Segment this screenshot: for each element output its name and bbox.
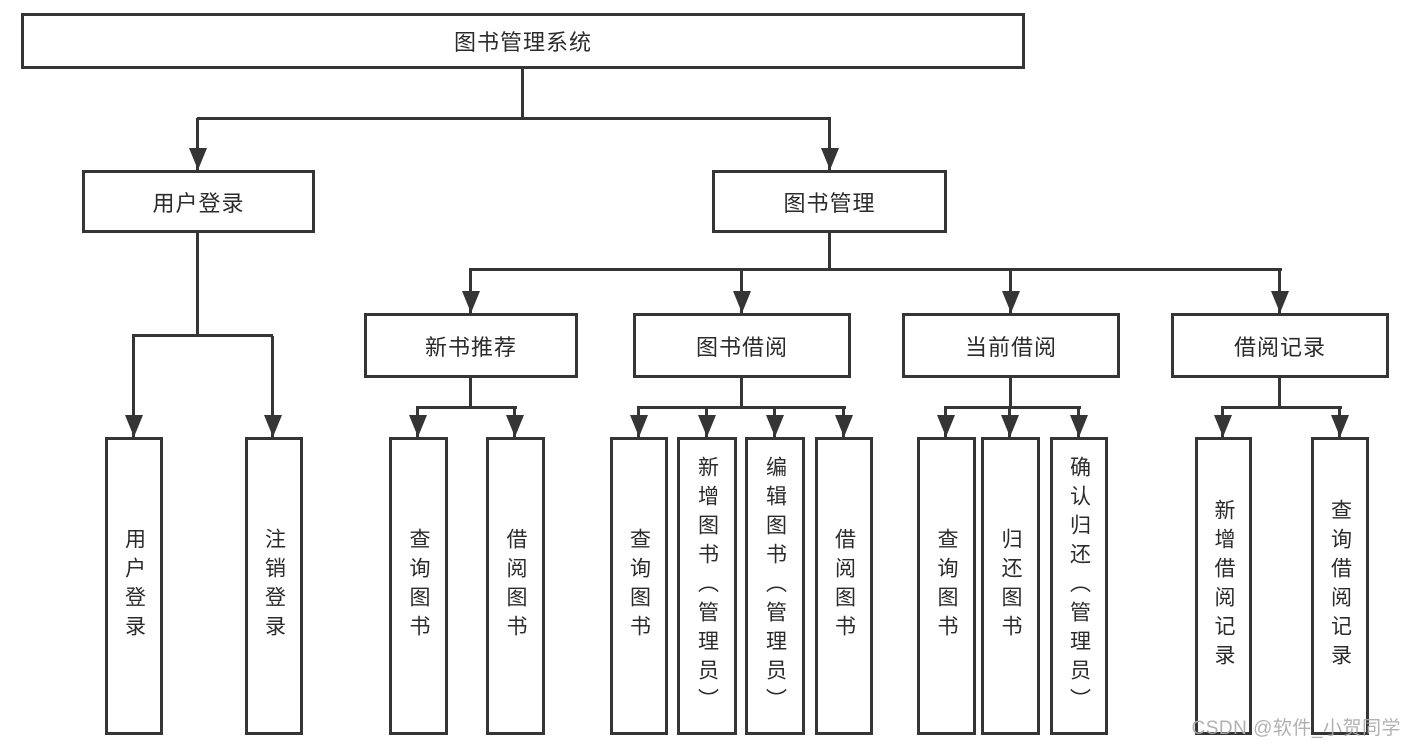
- node-label: 编辑图书（管理员）: [763, 455, 787, 717]
- leaf-add-borrow-record: 新增借阅记录: [1195, 437, 1252, 735]
- node-label: 查询图书: [407, 528, 430, 644]
- leaf-query-books-borrowing: 查询图书: [610, 437, 668, 735]
- arrowhead-login-leaf1: [125, 415, 143, 437]
- arrowhead-newbook: [462, 291, 480, 313]
- leaf-edit-books-admin: 编辑图书（管理员）: [745, 437, 805, 735]
- leaf-query-books-recommend: 查询图书: [389, 437, 448, 735]
- node-label: 当前借阅: [964, 334, 1057, 360]
- arrowhead-current: [1002, 291, 1020, 313]
- arrowhead-records-leaf2: [1331, 415, 1349, 437]
- arrowhead-login-leaf2: [264, 415, 282, 437]
- node-new-book-recommendation: 新书推荐: [364, 313, 578, 378]
- arrowhead-borrow: [733, 291, 751, 313]
- connector-borrow-bus: [637, 406, 846, 409]
- connector-current-bus: [944, 406, 1081, 409]
- arrowhead-borrow-leaf1: [630, 415, 648, 437]
- node-user-login: 用户登录: [82, 170, 315, 233]
- node-label: 借阅图书: [832, 528, 856, 644]
- node-label: 注销登录: [262, 528, 286, 644]
- connector-to-login: [196, 118, 199, 170]
- arrowhead-borrow-leaf3: [766, 415, 784, 437]
- connector-records-bus: [1221, 406, 1342, 409]
- node-label: 确认归还（管理员）: [1067, 455, 1091, 717]
- node-label: 图书管理: [783, 190, 876, 216]
- leaf-query-books-current: 查询图书: [917, 437, 976, 735]
- leaf-borrow-books-recommend: 借阅图书: [486, 437, 545, 735]
- node-label: 借阅记录: [1233, 334, 1326, 360]
- node-label: 图书管理系统: [453, 30, 592, 55]
- node-book-management: 图书管理: [712, 170, 947, 233]
- connector-to-mgmt: [828, 118, 831, 170]
- connector-newbook-bus: [416, 406, 517, 409]
- node-book-borrowing: 图书借阅: [633, 313, 851, 378]
- arrowhead-newbook-leaf1: [409, 415, 427, 437]
- arrowhead-records-leaf1: [1214, 415, 1232, 437]
- node-label: 用户登录: [152, 190, 245, 216]
- node-label: 借阅图书: [504, 528, 527, 644]
- node-borrowing-records: 借阅记录: [1171, 313, 1389, 378]
- csdn-watermark: CSDN @软件_小贺同学: [1191, 718, 1401, 739]
- leaf-user-login: 用户登录: [105, 437, 163, 735]
- connector-login-bus: [132, 334, 273, 337]
- connector-to-login-leaf2: [271, 336, 274, 437]
- node-label: 新书推荐: [424, 334, 517, 360]
- node-library-management-system: 图书管理系统: [21, 13, 1025, 69]
- connector-current-stem: [1009, 378, 1012, 408]
- leaf-return-books: 归还图书: [981, 437, 1040, 735]
- arrowhead-newbook-leaf2: [506, 415, 524, 437]
- arrowhead-borrow-leaf2: [698, 415, 716, 437]
- arrowhead-login: [189, 148, 207, 170]
- connector-level2-bus: [197, 117, 831, 120]
- node-label: 新增借阅记录: [1212, 499, 1235, 673]
- arrowhead-current-leaf3: [1070, 415, 1088, 437]
- connector-borrow-stem: [740, 378, 743, 408]
- node-current-borrowing: 当前借阅: [902, 313, 1120, 378]
- arrowhead-mgmt: [821, 148, 839, 170]
- arrowhead-records: [1271, 291, 1289, 313]
- leaf-query-borrow-record: 查询借阅记录: [1311, 437, 1369, 735]
- node-label: 新增图书（管理员）: [695, 455, 719, 717]
- arrowhead-borrow-leaf4: [835, 415, 853, 437]
- leaf-add-books-admin: 新增图书（管理员）: [677, 437, 737, 735]
- node-label: 查询借阅记录: [1328, 499, 1352, 673]
- connector-to-login-leaf1: [132, 336, 135, 437]
- arrowhead-current-leaf1: [937, 415, 955, 437]
- leaf-confirm-return-admin: 确认归还（管理员）: [1050, 437, 1108, 735]
- connector-records-stem: [1278, 378, 1281, 408]
- connector-level3-bus: [469, 268, 1282, 271]
- connector-login-stem: [196, 233, 199, 336]
- node-label: 图书借阅: [695, 334, 788, 360]
- leaf-logout: 注销登录: [245, 437, 303, 735]
- node-label: 查询图书: [935, 528, 958, 644]
- arrowhead-current-leaf2: [1001, 415, 1019, 437]
- node-label: 查询图书: [627, 528, 651, 644]
- connector-mgmt-stem: [828, 233, 831, 270]
- leaf-borrow-books: 借阅图书: [815, 437, 873, 735]
- node-label: 归还图书: [999, 528, 1022, 644]
- connector-newbook-stem: [469, 378, 472, 408]
- node-label: 用户登录: [122, 528, 146, 644]
- connector-root-stem: [521, 69, 524, 118]
